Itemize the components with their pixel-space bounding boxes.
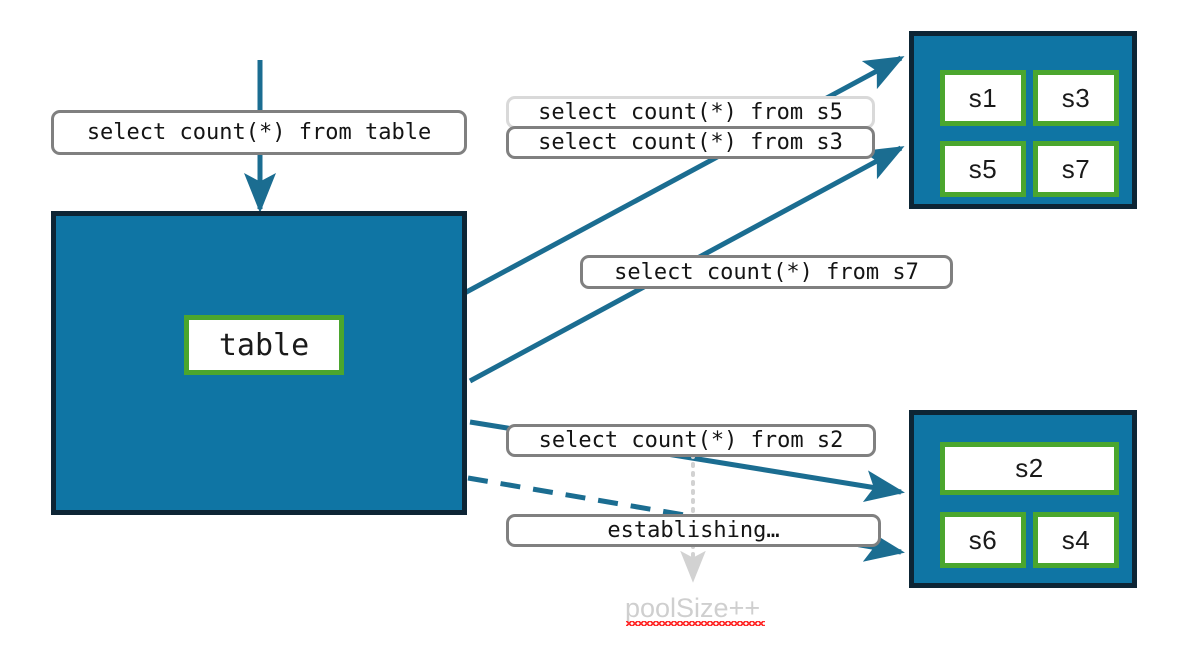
chip-query-establishing-label: establishing… — [607, 518, 780, 543]
server-cell-s4[interactable]: s4 — [1033, 512, 1119, 568]
chip-query-s7[interactable]: select count(*) from s7 — [580, 255, 953, 289]
server-cell-s5-label: s5 — [968, 153, 998, 184]
spellcheck-underline — [626, 621, 765, 626]
chip-query-s7-label: select count(*) from s7 — [614, 259, 919, 285]
table-node[interactable]: table — [184, 315, 344, 375]
server-cell-s7[interactable]: s7 — [1033, 141, 1119, 197]
chip-query-establishing[interactable]: establishing… — [506, 514, 881, 547]
server-cell-s6-label: s6 — [968, 524, 998, 555]
chip-source-query-label: select count(*) from table — [86, 120, 432, 145]
chip-query-s3-label: select count(*) from s3 — [538, 130, 843, 155]
server-cell-s2[interactable]: s2 — [940, 442, 1119, 495]
chip-source-query[interactable]: select count(*) from table — [51, 110, 467, 155]
server-cell-s4-label: s4 — [1061, 524, 1091, 555]
server-cell-s2-label: s2 — [1015, 453, 1044, 483]
table-container[interactable]: table — [51, 211, 467, 515]
chip-query-s5-label: select count(*) from s5 — [538, 100, 843, 125]
chip-query-s2[interactable]: select count(*) from s2 — [506, 424, 876, 457]
poolsize-note: poolSize++ — [625, 593, 760, 624]
server-cell-s3-label: s3 — [1061, 82, 1091, 113]
top-server-group[interactable]: s1 s3 s5 s7 — [909, 31, 1137, 209]
bottom-server-group[interactable]: s2 s6 s4 — [909, 410, 1137, 588]
chip-query-s5[interactable]: select count(*) from s5 — [506, 96, 875, 129]
chip-query-s2-label: select count(*) from s2 — [538, 428, 844, 453]
server-cell-s3[interactable]: s3 — [1033, 70, 1119, 126]
server-cell-s1-label: s1 — [968, 82, 998, 113]
server-cell-s7-label: s7 — [1061, 153, 1091, 184]
table-node-label: table — [218, 327, 310, 363]
chip-query-s3[interactable]: select count(*) from s3 — [506, 126, 875, 159]
poolsize-note-label: poolSize++ — [625, 593, 761, 623]
server-cell-s5[interactable]: s5 — [940, 141, 1026, 197]
server-cell-s6[interactable]: s6 — [940, 512, 1026, 568]
server-cell-s1[interactable]: s1 — [940, 70, 1026, 126]
